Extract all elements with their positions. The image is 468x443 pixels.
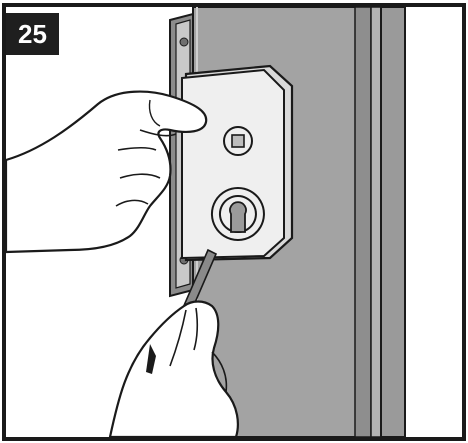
keyhole-icon [212,188,264,240]
step-number-badge: 25 [6,13,59,55]
lock-plate [182,66,292,260]
step-number: 25 [18,19,47,50]
screw-hole-top-icon [180,38,188,46]
